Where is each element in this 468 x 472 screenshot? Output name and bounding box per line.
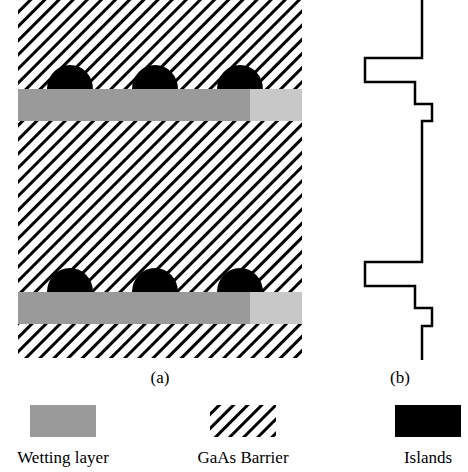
panel-label: (b) [390,369,410,388]
legend-text: GaAs Barrier [197,449,288,468]
legend-swatch [395,405,461,437]
potential-profile [365,0,432,360]
layer-stack [18,0,302,358]
panel-label: (a) [151,369,170,388]
barrier-swatch [210,405,276,437]
legend-text: Islands [404,449,452,468]
legend-swatch [30,405,96,437]
legend-text: Wetting layer [17,449,109,468]
